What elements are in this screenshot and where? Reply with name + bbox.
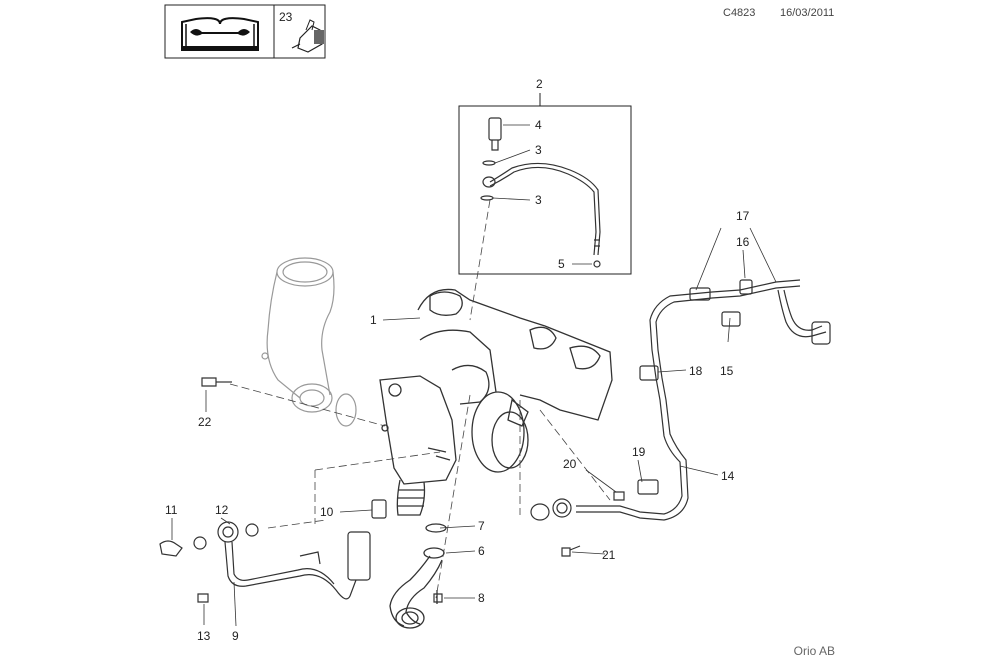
- alignment-lines: [229, 199, 611, 599]
- callout-1: 1: [370, 313, 377, 327]
- callout-7: 7: [478, 519, 485, 533]
- turbo-part-icon: [291, 19, 324, 53]
- callout-9: 9: [232, 629, 239, 643]
- callout-8: 8: [478, 591, 485, 605]
- callout-21: 21: [602, 548, 616, 562]
- callout-19: 19: [632, 445, 646, 459]
- callout-22: 22: [198, 415, 212, 429]
- callout-11: 11: [165, 503, 178, 517]
- callout-18: 18: [689, 364, 703, 378]
- intake-pipe: [261, 257, 357, 427]
- turbocharger-assembly: [379, 288, 613, 516]
- bolts: [159, 377, 581, 603]
- callout-3b: 3: [535, 193, 542, 207]
- callout-13: 13: [197, 629, 211, 643]
- brand-footer: Orio AB: [793, 644, 835, 658]
- oil-feed-pipe: [480, 117, 601, 268]
- callout-12: 12: [215, 503, 229, 517]
- callout-10: 10: [320, 505, 334, 519]
- oil-return-pipe: [389, 523, 447, 629]
- manual-book-wrench-icon: [181, 17, 259, 51]
- diagram-code: C4823: [723, 7, 756, 19]
- callout-14: 14: [721, 469, 735, 483]
- kit-leaders: [492, 124, 592, 265]
- callout-15: 15: [720, 364, 734, 378]
- coolant-pipe-right: [530, 279, 831, 521]
- header-icon-box: [164, 4, 326, 59]
- callout-20: 20: [563, 457, 577, 471]
- callout-6: 6: [478, 544, 485, 558]
- icon-group-number: 23: [279, 10, 293, 24]
- callout-4: 4: [535, 118, 542, 132]
- callout-2: 2: [536, 77, 543, 91]
- diagram-date: 16/03/2011: [780, 7, 835, 19]
- kit-2-box: [458, 93, 632, 275]
- callout-16: 16: [736, 235, 750, 249]
- callout-3a: 3: [535, 143, 542, 157]
- callout-17: 17: [736, 209, 750, 223]
- coolant-pipe-left: [217, 499, 387, 600]
- leader-lines: [171, 227, 777, 627]
- callout-5: 5: [558, 257, 565, 271]
